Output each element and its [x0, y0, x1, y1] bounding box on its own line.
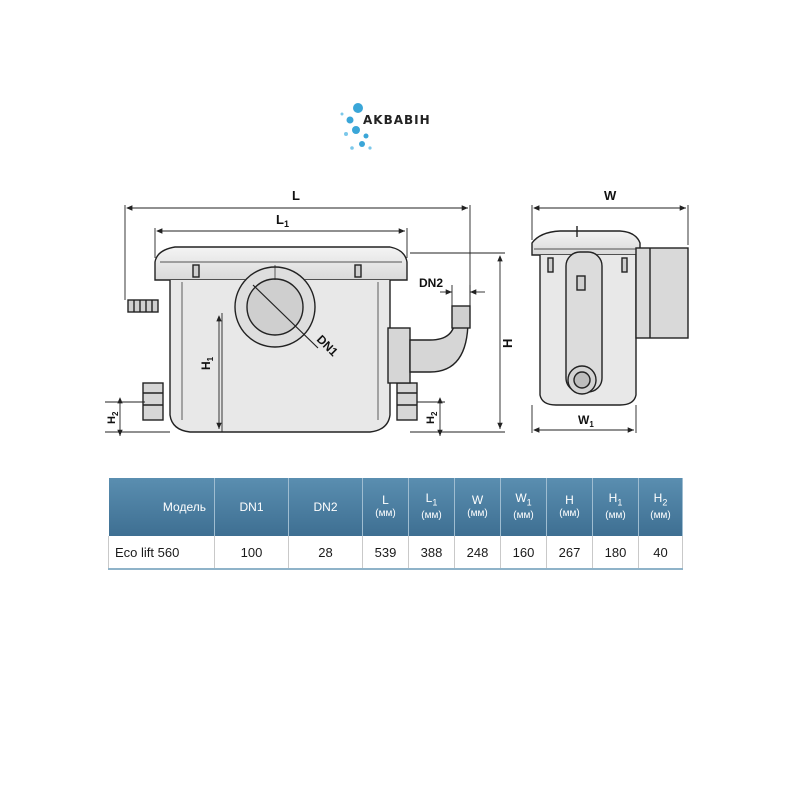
label-H1: H	[199, 361, 213, 370]
header-unit: (мм)	[513, 510, 534, 522]
front-dimensions	[105, 205, 505, 436]
header-label: DN1	[239, 500, 264, 514]
header-unit: (мм)	[605, 510, 626, 522]
header-subscript: 1	[526, 497, 532, 508]
svg-text:L1: L1	[276, 212, 289, 229]
table-header-0: Модель	[108, 478, 215, 536]
label-DN2: DN2	[419, 276, 443, 290]
svg-text:W1: W1	[578, 413, 594, 429]
header-label: Модель	[162, 500, 206, 514]
label-H: H	[500, 339, 515, 348]
table-cell: 248	[454, 536, 501, 570]
header-subscript: 2	[662, 497, 668, 508]
table-header-3: L(мм)	[362, 478, 409, 536]
table-cell: Eco lift 560	[108, 536, 215, 570]
svg-text:H1: H1	[199, 356, 215, 370]
header-label: H	[565, 493, 574, 507]
header-label: H	[608, 490, 618, 505]
header-unit: (мм)	[650, 510, 671, 522]
table-header-9: H2 (мм)	[638, 478, 683, 536]
header-label: W	[515, 490, 527, 505]
table-cell: 160	[500, 536, 547, 570]
table-cell: 180	[592, 536, 639, 570]
table-cell: 100	[214, 536, 289, 570]
header-label: W	[471, 493, 484, 507]
table-header-4: L1 (мм)	[408, 478, 455, 536]
table-cell: 267	[546, 536, 593, 570]
table-header-1: DN1	[214, 478, 289, 536]
table-header-6: W1 (мм)	[500, 478, 547, 536]
table-header-8: H1 (мм)	[592, 478, 639, 536]
header-unit: (мм)	[559, 508, 580, 519]
table-header-7: H(мм)	[546, 478, 593, 536]
label-W: W	[604, 188, 617, 203]
table-cell: 539	[362, 536, 409, 570]
header-unit: (мм)	[421, 510, 442, 522]
svg-text:H2: H2	[425, 411, 439, 424]
header-label: L	[425, 490, 433, 505]
water-drops-icon	[340, 103, 372, 150]
side-view	[531, 226, 689, 406]
header-unit: (мм)	[467, 508, 488, 519]
label-L: L	[292, 188, 300, 203]
table-header-2: DN2	[288, 478, 363, 536]
front-view	[127, 246, 471, 433]
table-cell: 388	[408, 536, 455, 570]
svg-text:H2: H2	[106, 411, 120, 424]
side-dimensions	[531, 205, 689, 433]
table-cell: 28	[288, 536, 363, 570]
label-L1: L	[276, 212, 284, 227]
table-cell: 40	[638, 536, 683, 570]
table-header-5: W(мм)	[454, 478, 501, 536]
technical-drawing: L L1 DN2 DN1 H H1 H2 H2 W W1	[105, 188, 689, 436]
logo-text: AKBABIH	[363, 113, 431, 127]
header-label: H	[653, 490, 663, 505]
label-W1: W	[578, 413, 590, 427]
header-subscript: 1	[432, 497, 438, 508]
label-H2-right: H	[425, 416, 437, 424]
header-unit: (мм)	[375, 508, 396, 519]
label-H2-left: H	[106, 416, 118, 424]
header-label: L	[382, 493, 389, 507]
header-subscript: 1	[617, 497, 623, 508]
header-label: DN2	[313, 500, 338, 514]
